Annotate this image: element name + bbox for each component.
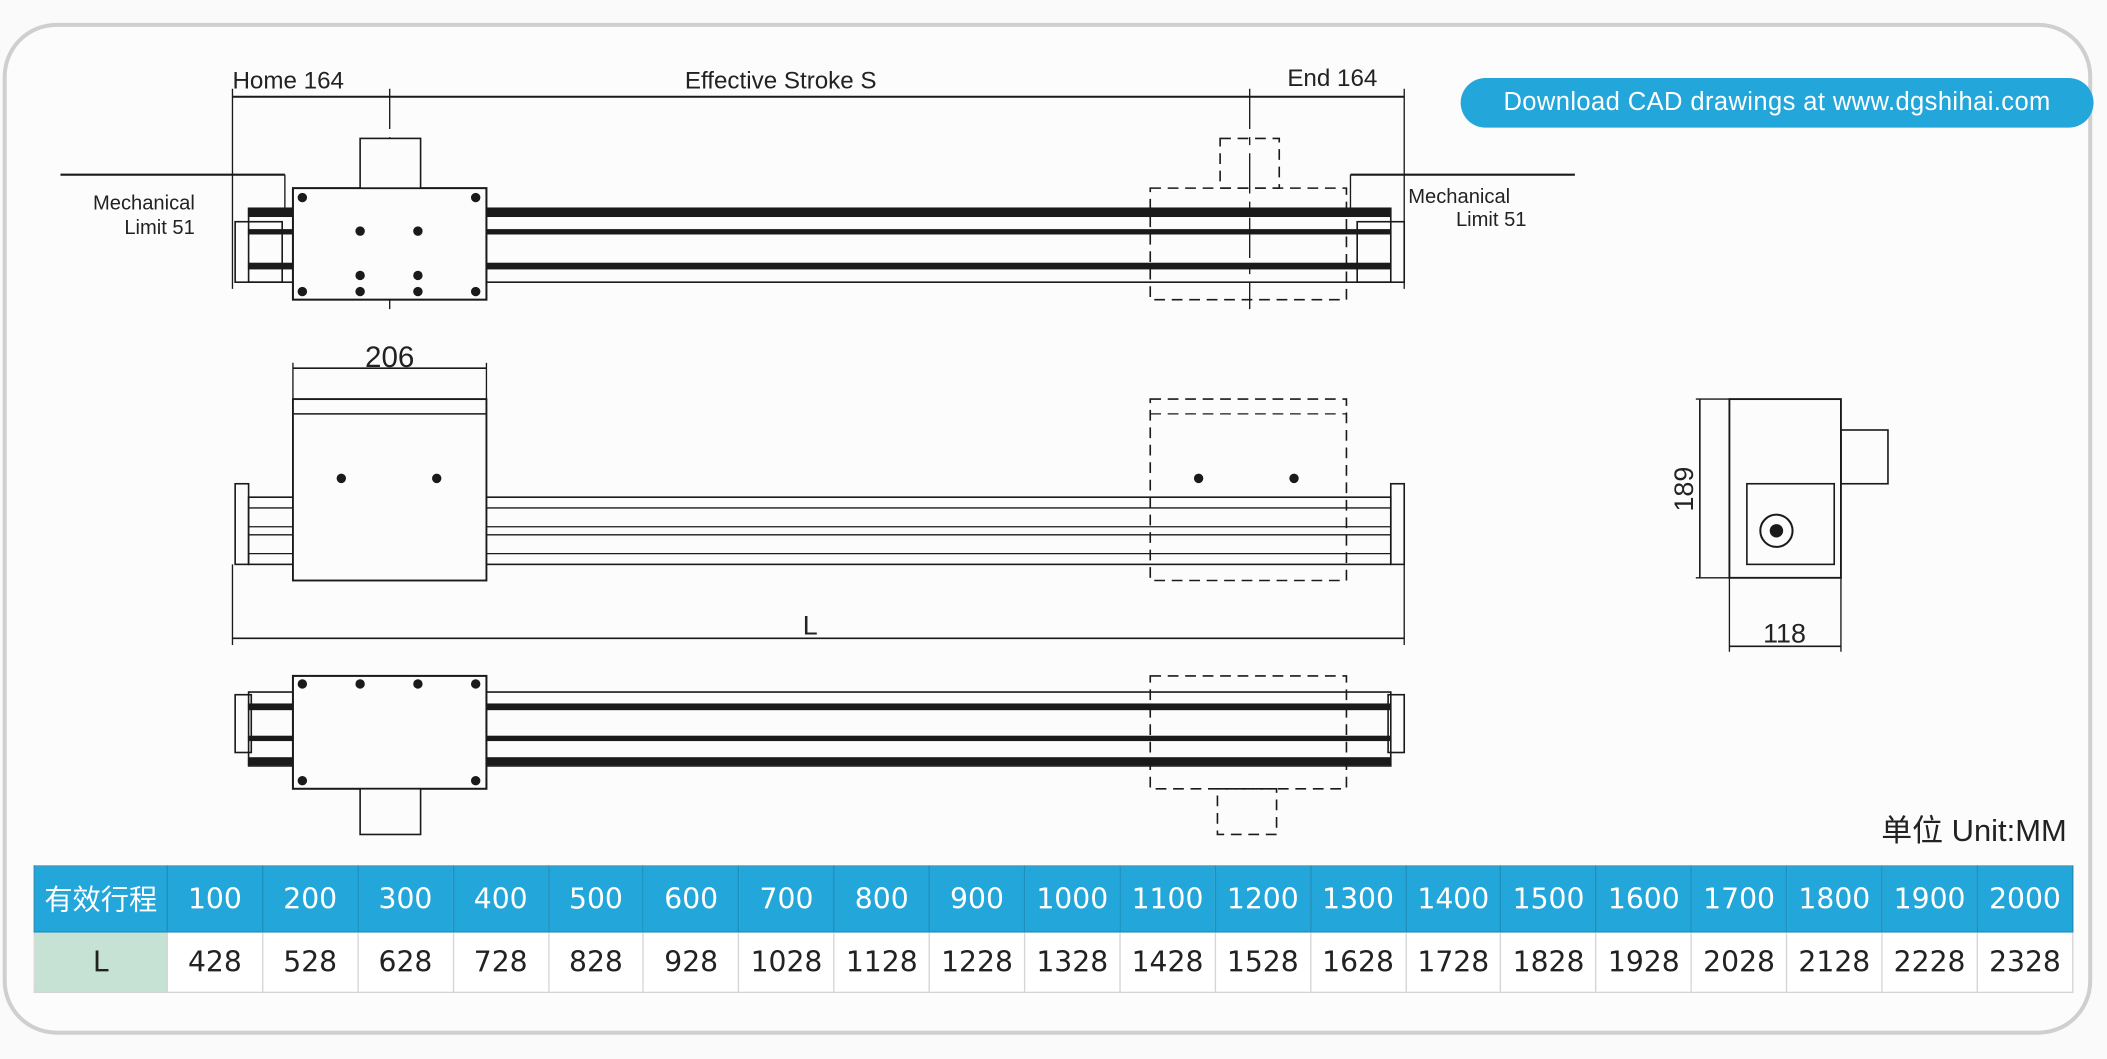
stroke-cell: 1800 [1786, 865, 1883, 933]
stroke-cell: 900 [928, 865, 1026, 933]
stroke-cell: 600 [642, 865, 740, 933]
stroke-cell: 400 [452, 865, 550, 933]
length-label: L [803, 610, 818, 640]
length-cell: 1928 [1595, 931, 1693, 994]
length-cell: 928 [642, 931, 740, 994]
length-cell: 1528 [1214, 931, 1312, 994]
unit-label: 单位 Unit:MM [1881, 812, 2067, 848]
stroke-header-label: 有效行程 [33, 865, 168, 933]
length-cell: 428 [166, 931, 264, 994]
stroke-cell: 1000 [1023, 865, 1121, 933]
stroke-cell: 1600 [1595, 865, 1693, 933]
length-cell: 2028 [1690, 931, 1788, 994]
side-view: 206 L [231, 341, 1406, 645]
mech-limit-right-2: Limit 51 [1456, 209, 1527, 231]
stroke-cell: 700 [738, 865, 835, 933]
stroke-cell: 1700 [1690, 865, 1788, 933]
home-label: Home 164 [232, 68, 344, 95]
carriage-side [291, 398, 488, 582]
effective-stroke-label: Effective Stroke S [685, 68, 877, 95]
motor-mount [359, 137, 422, 189]
stroke-cell: 300 [357, 865, 454, 933]
length-cell: 1228 [928, 931, 1026, 994]
length-cell: 2328 [1976, 931, 2074, 994]
bottom-view [234, 674, 1406, 836]
stroke-cell: 800 [833, 865, 931, 933]
stroke-cell: 100 [166, 865, 264, 933]
length-cell: 528 [261, 931, 359, 994]
top-view: Home 164 Effective Stroke S End 164 Mech… [60, 65, 1575, 310]
download-cad-banner[interactable]: Download CAD drawings at www.dgshihai.co… [1460, 77, 2094, 128]
length-cell: 1828 [1500, 931, 1597, 994]
length-cell: 1028 [738, 931, 835, 994]
height-label: 189 [1669, 467, 1699, 512]
mech-limit-right-1: Mechanical [1408, 186, 1510, 208]
stroke-cell: 1900 [1881, 865, 1978, 933]
length-cell: 1328 [1023, 931, 1121, 994]
stroke-cell: 1400 [1404, 865, 1502, 933]
end-label: End 164 [1287, 65, 1377, 92]
stroke-cell: 500 [547, 865, 645, 933]
width-label: 118 [1763, 618, 1806, 648]
carriage-home [291, 187, 488, 301]
length-cell: 1728 [1404, 931, 1502, 994]
end-view: 189 118 [1669, 398, 1889, 652]
length-header-label: L [33, 931, 168, 994]
length-cell: 1128 [833, 931, 931, 994]
length-cell: 2228 [1881, 931, 1978, 994]
stroke-cell: 2000 [1976, 865, 2074, 933]
length-cell: 1428 [1119, 931, 1216, 994]
length-cell: 628 [357, 931, 454, 994]
mech-limit-left-1: Mechanical [93, 193, 195, 215]
stroke-cell: 1200 [1214, 865, 1312, 933]
length-cell: 1628 [1309, 931, 1407, 994]
length-cell: 828 [547, 931, 645, 994]
stroke-cell: 1100 [1119, 865, 1216, 933]
stroke-cell: 200 [261, 865, 359, 933]
length-cell: 728 [452, 931, 550, 994]
stroke-cell: 1300 [1309, 865, 1407, 933]
length-cell: 2128 [1786, 931, 1883, 994]
mech-limit-left-2: Limit 51 [124, 217, 195, 239]
carriage-width-label: 206 [365, 341, 414, 374]
stroke-cell: 1500 [1500, 865, 1597, 933]
